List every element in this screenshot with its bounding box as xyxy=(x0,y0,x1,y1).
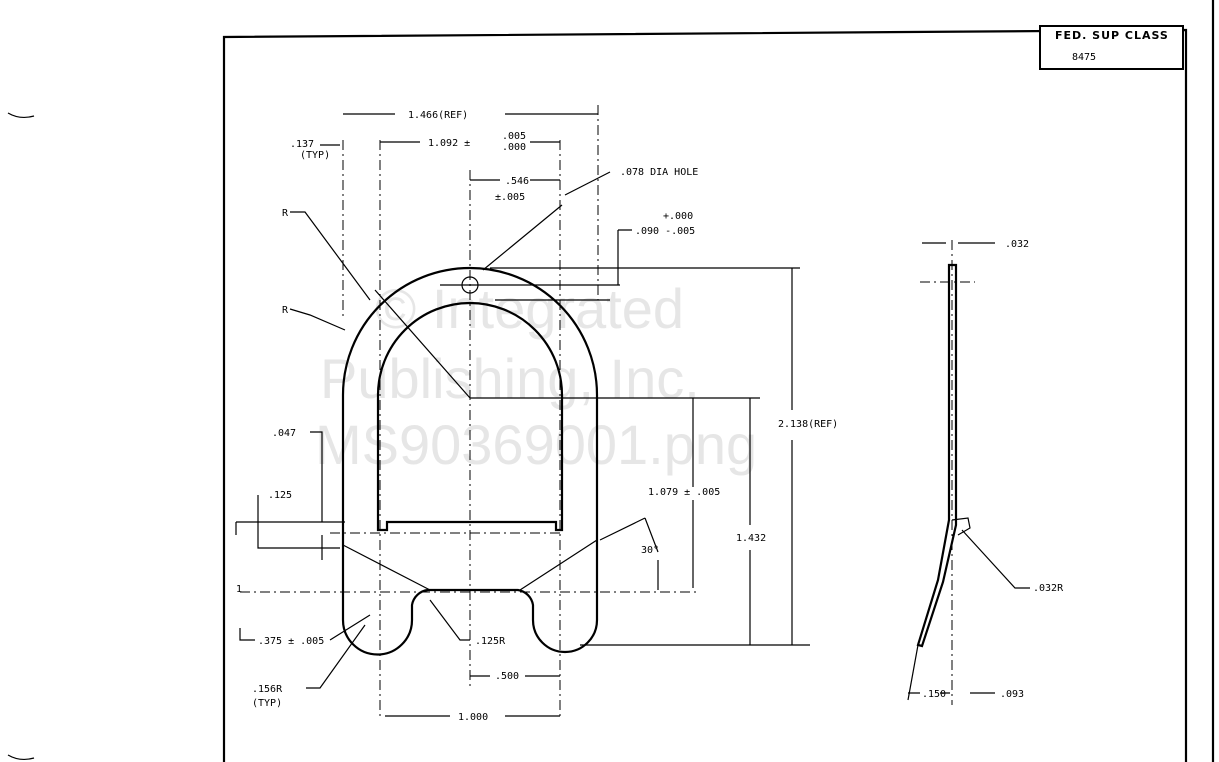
dim-overall-width: 1.466(REF) xyxy=(408,110,468,121)
dim-1432: 1.432 xyxy=(736,533,766,544)
dim-half-tol: ±.005 xyxy=(495,192,525,203)
title-block-heading: FED. SUP CLASS xyxy=(1055,29,1169,42)
dim-500: .500 xyxy=(495,671,519,682)
dim-375: .375 ± .005 xyxy=(258,636,324,647)
side-dim-032: .032 xyxy=(1005,239,1029,250)
dim-radius-156: .156R xyxy=(252,684,283,695)
dim-125: .125 xyxy=(268,490,292,501)
dim-hole-tol: +.000 xyxy=(663,211,693,222)
dimension-labels: 1.466(REF) .137 (TYP) 1.092 ± .005 .000 … xyxy=(236,110,1064,723)
dim-radius-156-typ: (TYP) xyxy=(252,698,282,709)
part-front-view xyxy=(240,105,810,720)
dim-radius-125: .125R xyxy=(475,636,506,647)
watermark-line-1: © Integrated xyxy=(375,277,684,340)
dim-radius-outer: R xyxy=(282,305,289,316)
dimension-lines xyxy=(235,113,793,717)
part-side-view xyxy=(907,240,1030,705)
dim-1079: 1.079 ± .005 xyxy=(648,487,720,498)
dim-radius-inner: R xyxy=(282,208,289,219)
dim-hole: .078 DIA HOLE xyxy=(620,167,698,178)
dim-inner-tol-minus: .000 xyxy=(502,142,526,153)
side-dim-150: .150 xyxy=(922,689,946,700)
dim-inner-tol-plus: .005 xyxy=(502,131,526,142)
dim-hole-offset: .090 -.005 xyxy=(635,226,695,237)
dim-height-ref: 2.138(REF) xyxy=(778,419,838,430)
dim-137: .137 xyxy=(290,139,314,150)
datum-label: 1 xyxy=(236,584,242,595)
watermark-line-2: Publishing, Inc. xyxy=(320,347,700,410)
dim-1000: 1.000 xyxy=(458,712,488,723)
side-dim-032r: .032R xyxy=(1033,583,1064,594)
title-block: FED. SUP CLASS 8475 xyxy=(1039,25,1184,70)
sheet-border xyxy=(7,0,1215,762)
dim-half-width: .546 xyxy=(505,176,529,187)
dim-angle: 30° xyxy=(641,545,659,556)
dim-inner-width: 1.092 ± xyxy=(428,138,470,149)
title-block-value: 8475 xyxy=(1072,52,1096,63)
dim-047: .047 xyxy=(272,428,296,439)
side-dim-093: .093 xyxy=(1000,689,1024,700)
watermark-line-3: MS90369001.png xyxy=(315,413,757,476)
dim-137-typ: (TYP) xyxy=(300,150,330,161)
